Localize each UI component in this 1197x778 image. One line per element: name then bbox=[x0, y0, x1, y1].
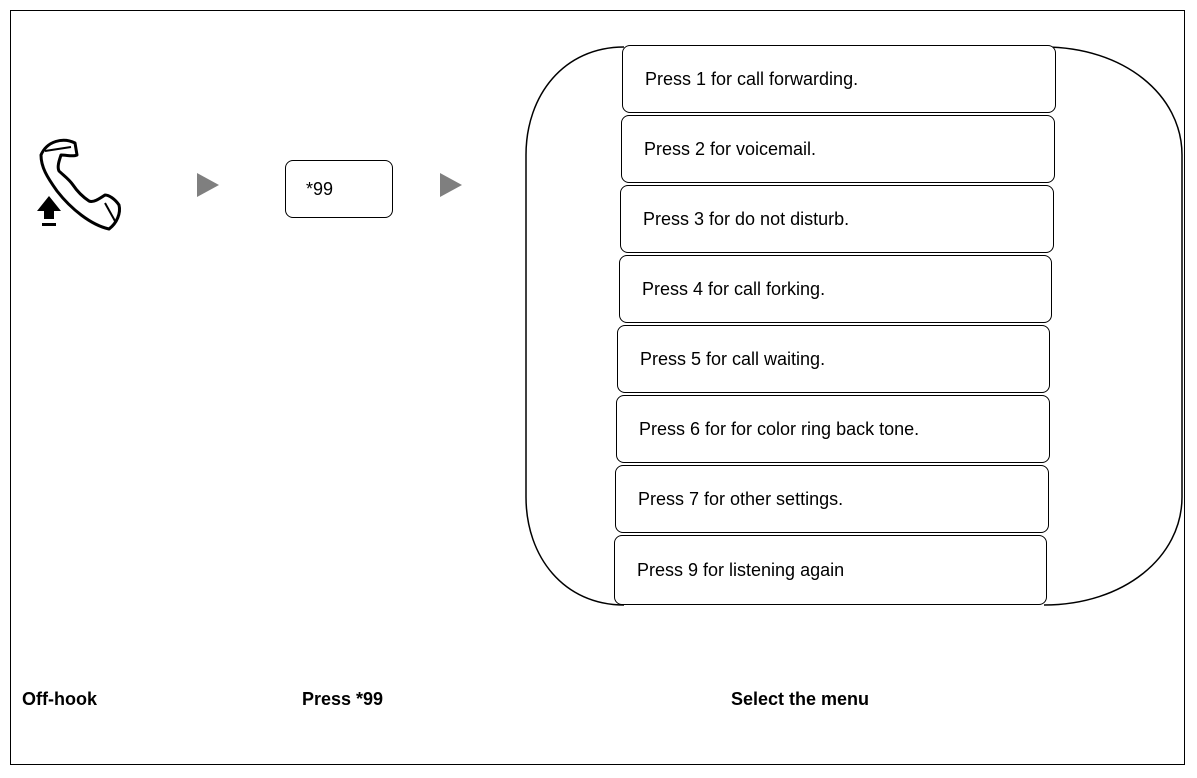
arrow-icon bbox=[197, 173, 219, 197]
menu-item-7: Press 7 for other settings. bbox=[615, 465, 1049, 533]
caption-off-hook: Off-hook bbox=[22, 689, 97, 709]
menu-item-6: Press 6 for for color ring back tone. bbox=[616, 395, 1050, 463]
menu-bracket bbox=[525, 46, 1183, 606]
menu-item-1: Press 1 for call forwarding. bbox=[622, 45, 1056, 113]
menu-item-4: Press 4 for call forking. bbox=[619, 255, 1052, 323]
menu-item-2: Press 2 for voicemail. bbox=[621, 115, 1055, 183]
menu-item-3: Press 3 for do not disturb. bbox=[620, 185, 1054, 253]
off-hook-phone-icon bbox=[37, 138, 121, 231]
menu-item-5: Press 5 for call waiting. bbox=[617, 325, 1050, 393]
menu-item-9: Press 9 for listening again bbox=[614, 535, 1047, 605]
caption-select-menu: Select the menu bbox=[731, 689, 870, 709]
caption-press-code: Press *99 bbox=[302, 689, 384, 709]
arrow-icon bbox=[440, 173, 462, 197]
menu-container: Press 1 for call forwarding. Press 2 for… bbox=[524, 45, 1184, 607]
diagram-frame bbox=[10, 10, 1185, 765]
dial-code-box: *99 bbox=[285, 160, 393, 218]
